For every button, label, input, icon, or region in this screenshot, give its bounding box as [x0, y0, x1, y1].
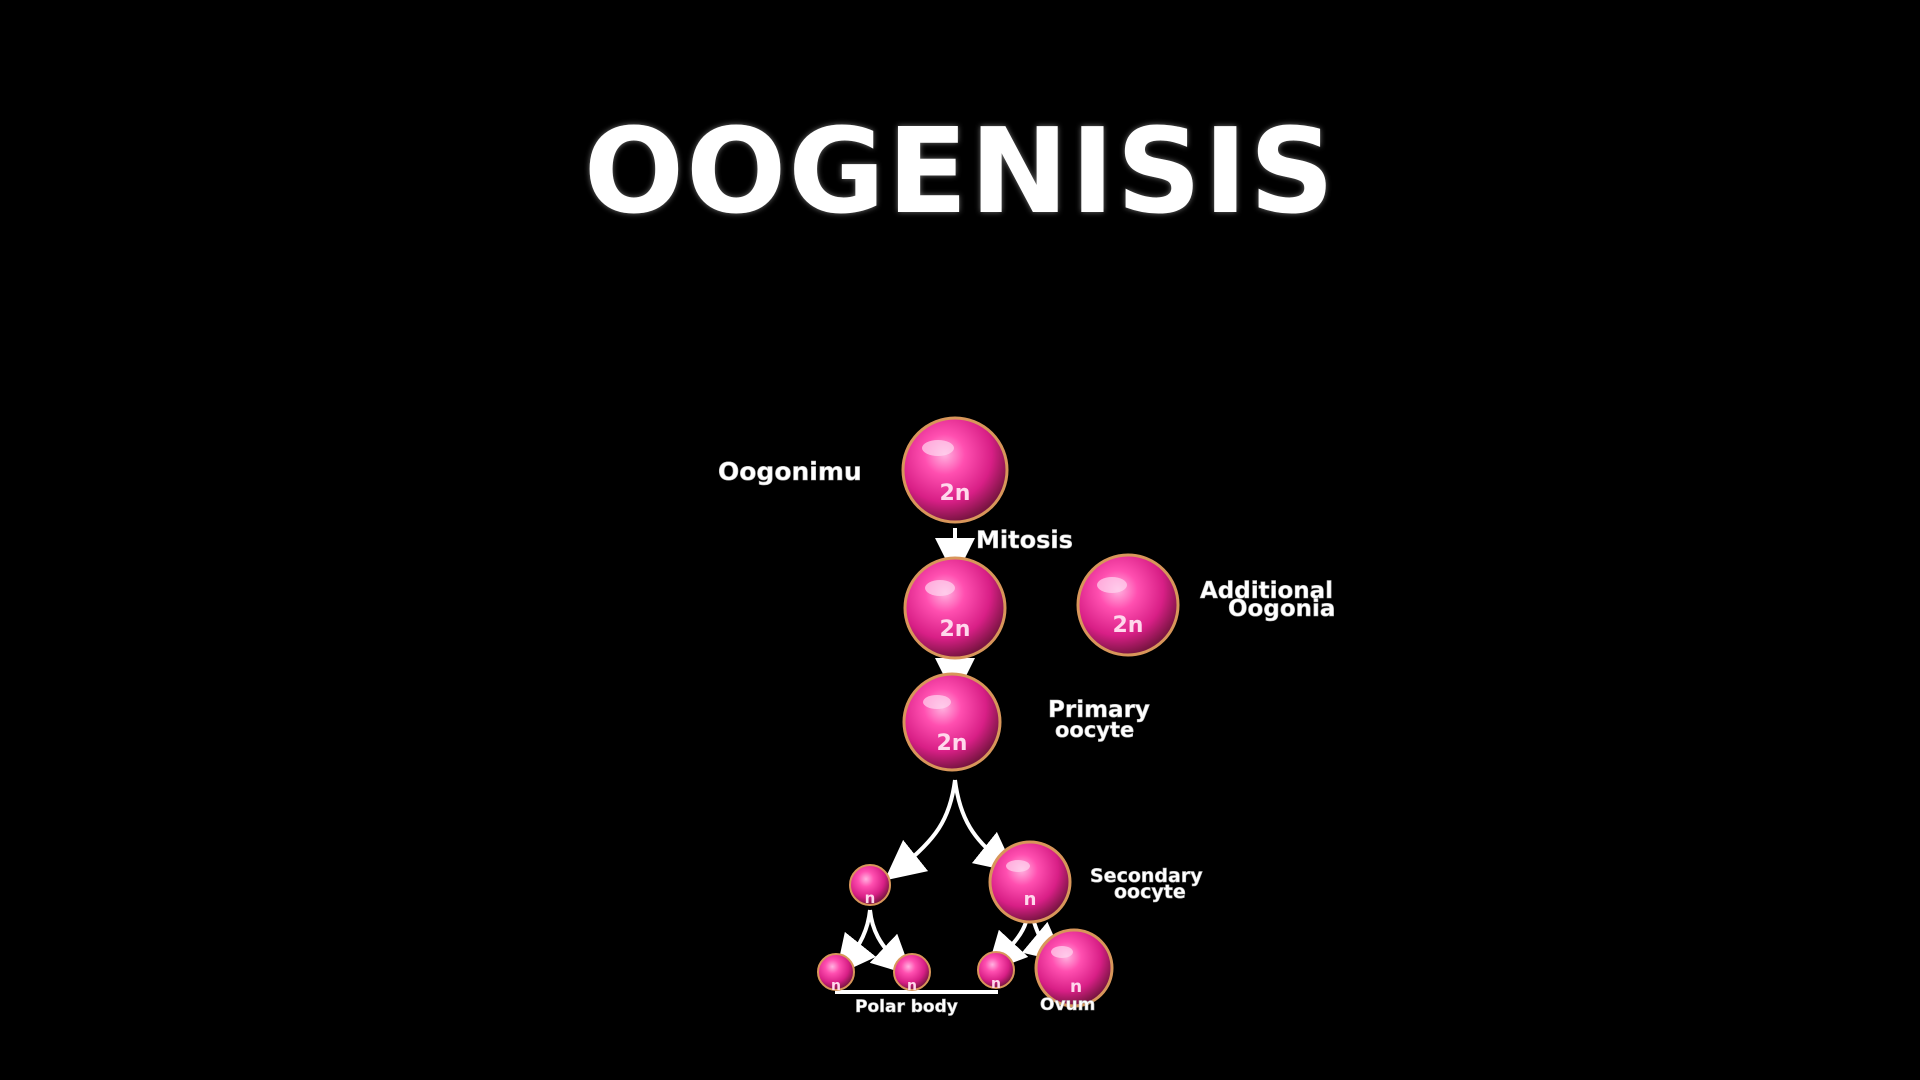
label-mitosis: Mitosis — [976, 526, 1073, 554]
cell-first-polar-ploidy: n — [865, 889, 876, 907]
cell-first-polar-body: n — [849, 864, 891, 907]
cell-additional-ploidy: 2n — [1113, 613, 1144, 638]
cell-ovum: n — [1034, 928, 1114, 1008]
arrow-primary-to-secondary — [953, 779, 1016, 873]
label-secondary-line1: Secondary — [1090, 865, 1203, 887]
label-ovum: Ovum — [1040, 995, 1095, 1015]
label-oogonium: Oogonimu — [718, 457, 862, 486]
cell-secondary-ploidy: n — [1024, 889, 1037, 910]
cell-polar-body-3: n — [977, 951, 1015, 992]
cell-primary-oocyte: 2n — [902, 672, 1002, 772]
cell-mitosis-product-ploidy: 2n — [940, 617, 971, 642]
cell-additional-oogonia: 2n — [1076, 553, 1180, 657]
label-polar-body: Polar body — [855, 997, 958, 1017]
arrow-first-polar-to-polar-1 — [835, 909, 877, 976]
label-additional-line1: Additional — [1200, 578, 1333, 604]
cell-oogonium: 2n — [901, 416, 1009, 524]
cell-primary-ploidy: 2n — [937, 731, 968, 756]
label-primary-line1: Primary — [1048, 697, 1150, 723]
arrow-secondary-to-polar-3 — [986, 921, 1029, 973]
cell-mitosis-product: 2n — [903, 556, 1007, 660]
cell-polar-body-2: n — [893, 953, 931, 994]
diagram-title: OOGENISIS — [583, 102, 1337, 240]
cell-polar-1-ploidy: n — [831, 978, 841, 994]
cell-ovum-ploidy: n — [1070, 977, 1082, 997]
label-secondary-line2: oocyte — [1114, 881, 1186, 903]
cell-polar-3-ploidy: n — [991, 976, 1001, 992]
arrow-primary-to-first-polar — [884, 779, 957, 881]
cell-polar-body-1: n — [817, 953, 855, 994]
cell-polar-2-ploidy: n — [907, 978, 917, 994]
arrow-first-polar-to-polar-2 — [868, 909, 913, 976]
cell-secondary-oocyte: n — [988, 840, 1072, 924]
cell-oogonium-ploidy: 2n — [940, 481, 971, 506]
label-primary-line2: oocyte — [1055, 718, 1134, 742]
label-additional-line2: Oogonia — [1228, 596, 1335, 622]
